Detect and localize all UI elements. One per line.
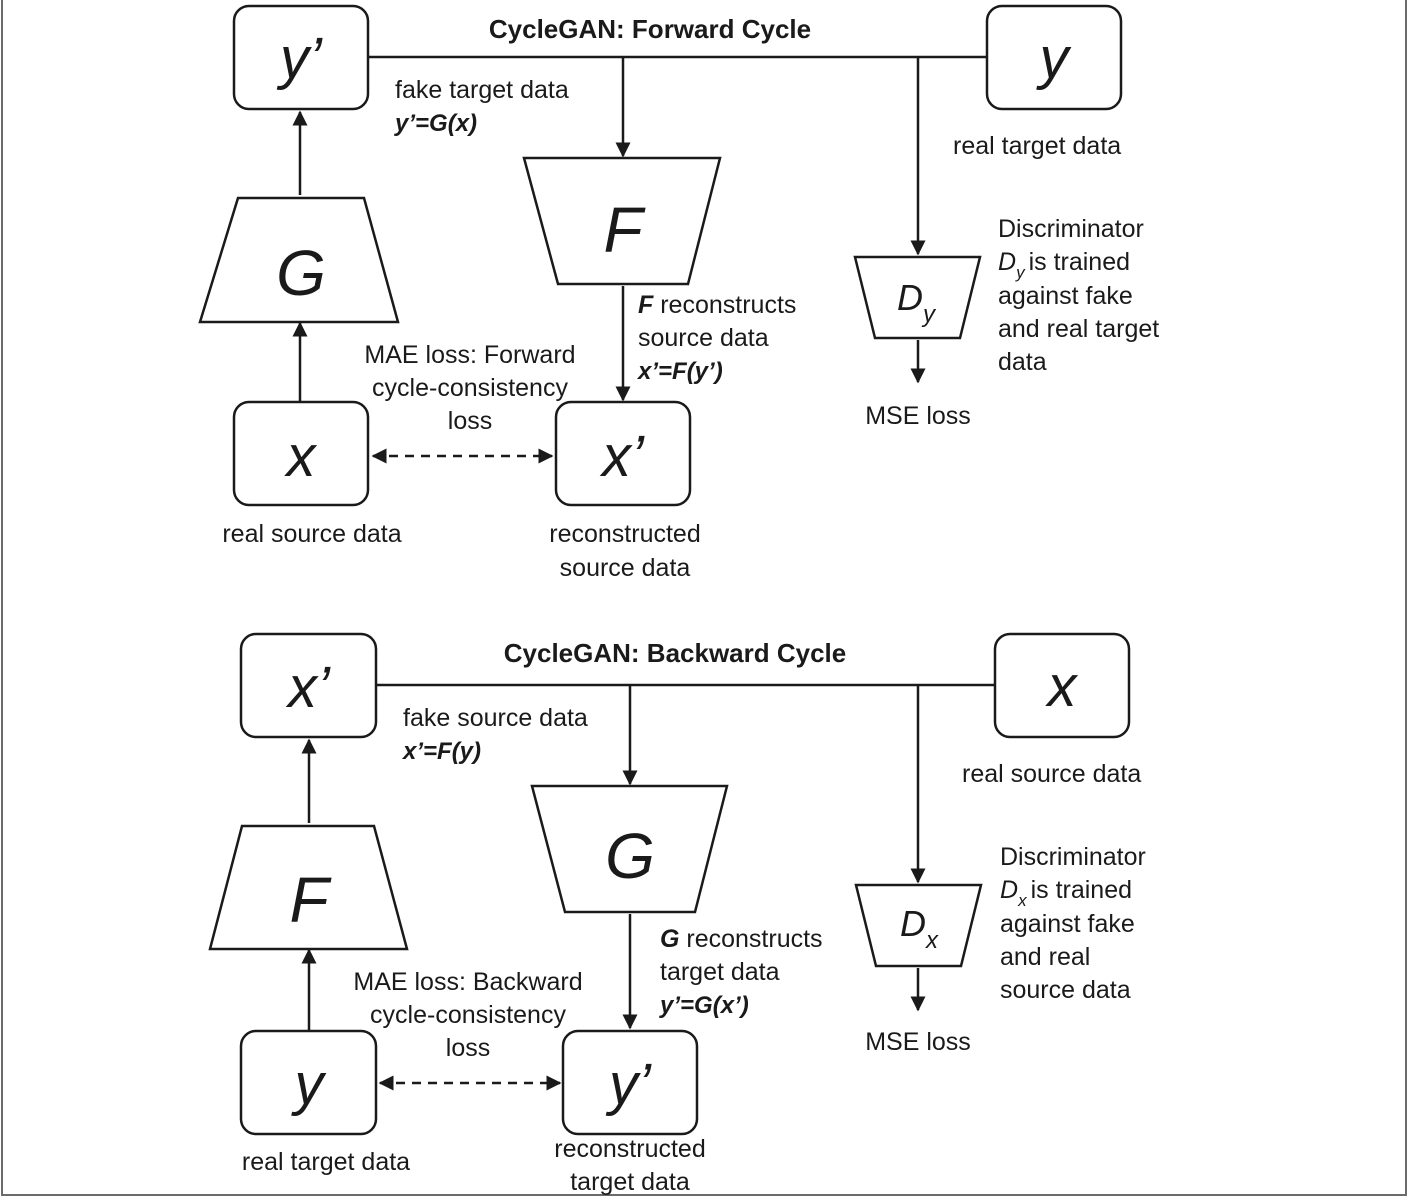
forward-fake-label: fake target data [395, 76, 569, 104]
backward-generator-G [530, 784, 729, 914]
forward-recon-desc-1: F reconstructs [638, 291, 796, 319]
forward-generator-G [198, 196, 400, 324]
backward-disc-text-3: against fake [1000, 910, 1135, 938]
backward-recon-eq: y’=G(x’) [659, 992, 749, 1019]
forward-box-y [985, 4, 1123, 111]
backward-generator-G-label: G [605, 820, 655, 892]
forward-box-y-prime [232, 4, 370, 111]
backward-cycle: CycleGAN: Backward Cycle x’ x y y’ F G D… [208, 632, 1146, 1196]
backward-real-target-label: real target data [242, 1148, 410, 1176]
forward-box-y-prime-label: y’ [276, 26, 323, 91]
forward-recon-desc-2: source data [638, 324, 769, 352]
backward-box-y-label: y [291, 1052, 327, 1117]
forward-generator-F [522, 156, 722, 286]
backward-real-source-label: real source data [962, 760, 1141, 788]
backward-box-x-prime-label: x’ [285, 655, 331, 720]
backward-disc-label: Dx [900, 903, 939, 954]
forward-box-x-prime [554, 400, 692, 507]
backward-disc-text-5: source data [1000, 976, 1131, 1004]
forward-box-y-label: y [1036, 26, 1072, 91]
backward-box-y-prime-label: y’ [605, 1052, 652, 1117]
backward-disc-text-4: and real [1000, 943, 1090, 971]
forward-real-source-label: real source data [222, 520, 401, 548]
forward-box-x-prime-label: x’ [599, 424, 645, 489]
backward-box-x [993, 632, 1131, 739]
forward-recon-eq: x’=F(y’) [636, 358, 723, 385]
forward-real-target-label: real target data [953, 132, 1121, 160]
backward-fake-label: fake source data [403, 704, 588, 732]
backward-recon-desc-1: G reconstructs [660, 925, 823, 953]
forward-cycle: CycleGAN: Forward Cycle y’ y x x’ G F Dy… [198, 4, 1159, 582]
forward-disc-text-3: against fake [998, 282, 1133, 310]
forward-box-x [232, 400, 370, 507]
backward-recon-label-2: target data [570, 1168, 690, 1196]
forward-disc-text-4: and real target [998, 315, 1159, 343]
backward-box-x-prime [239, 632, 378, 739]
forward-box-x-label: x [284, 424, 318, 489]
backward-mae-line-1: MAE loss: Backward [353, 968, 582, 996]
backward-recon-desc-2: target data [660, 958, 780, 986]
backward-box-x-label: x [1045, 654, 1079, 719]
forward-generator-F-label: F [603, 194, 646, 266]
forward-title: CycleGAN: Forward Cycle [489, 14, 811, 44]
backward-disc-text-1: Discriminator [1000, 843, 1146, 871]
forward-mae-line-1: MAE loss: Forward [364, 341, 575, 369]
backward-generator-F-label: F [289, 864, 332, 936]
backward-discriminator-Dx [854, 883, 983, 968]
backward-mse-label: MSE loss [865, 1028, 971, 1056]
forward-generator-G-label: G [276, 237, 326, 309]
backward-title: CycleGAN: Backward Cycle [504, 638, 846, 668]
forward-mse-label: MSE loss [865, 402, 971, 430]
backward-mae-line-2: cycle-consistency [370, 1001, 566, 1029]
backward-box-y [239, 1029, 378, 1136]
backward-fake-eq: x’=F(y) [401, 738, 481, 765]
backward-generator-F [208, 824, 409, 951]
backward-recon-label-1: reconstructed [554, 1135, 705, 1163]
forward-recon-label-2: source data [560, 554, 691, 582]
forward-fake-eq: y’=G(x) [394, 110, 477, 137]
forward-discriminator-Dy [853, 255, 982, 340]
backward-mae-line-3: loss [446, 1034, 490, 1062]
backward-box-y-prime [561, 1029, 699, 1136]
forward-mae-line-3: loss [448, 407, 492, 435]
forward-disc-text-1: Discriminator [998, 215, 1144, 243]
forward-recon-label-1: reconstructed [549, 520, 700, 548]
forward-disc-text-5: data [998, 348, 1047, 376]
forward-disc-label: Dy [897, 277, 937, 328]
forward-mae-line-2: cycle-consistency [372, 374, 568, 402]
